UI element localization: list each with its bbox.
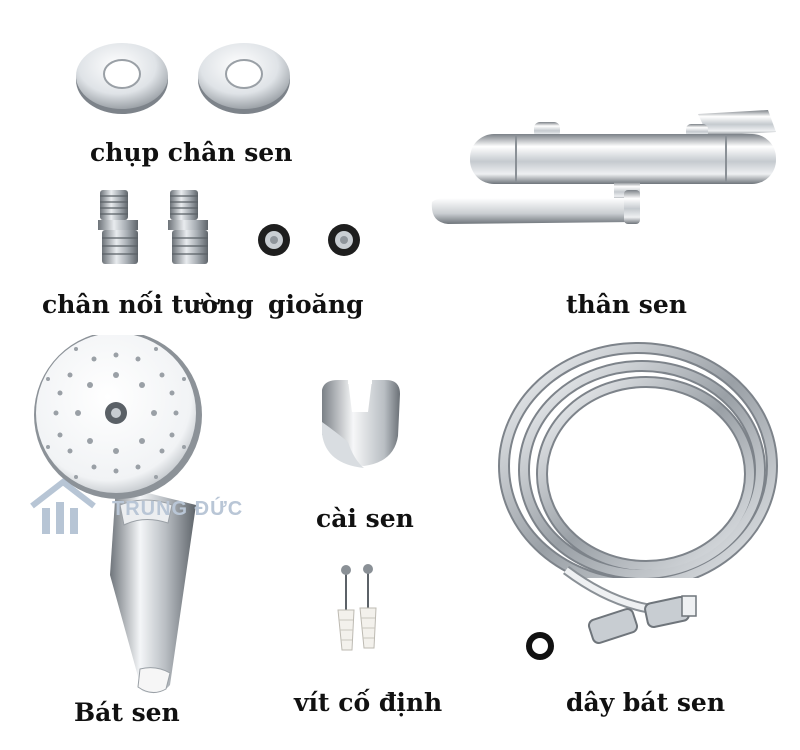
flange-cover-left <box>74 40 170 116</box>
label-screws: vít cố định <box>294 688 443 717</box>
gasket-left <box>256 222 292 258</box>
shower-hose <box>496 338 786 668</box>
shower-holder <box>314 372 406 472</box>
label-shower-head: Bát sen <box>74 698 180 727</box>
watermark-logo <box>28 476 98 538</box>
shower-head <box>20 335 232 697</box>
flange-cover-right <box>196 40 292 116</box>
screws-and-plugs <box>332 564 388 656</box>
label-mixer-body: thân sen <box>566 290 687 319</box>
label-wall-connectors: chân nối tường <box>42 290 254 319</box>
mixer-body <box>428 106 780 230</box>
wall-connector-right <box>162 188 214 266</box>
label-gaskets: gioăng <box>268 290 364 319</box>
gasket-right <box>326 222 362 258</box>
label-holder: cài sen <box>316 504 414 533</box>
wall-connector-left <box>92 188 144 266</box>
watermark-text: TRUNG ĐỨC <box>112 498 244 520</box>
label-flange-covers: chụp chân sen <box>90 138 293 167</box>
label-hose: dây bát sen <box>566 688 725 717</box>
